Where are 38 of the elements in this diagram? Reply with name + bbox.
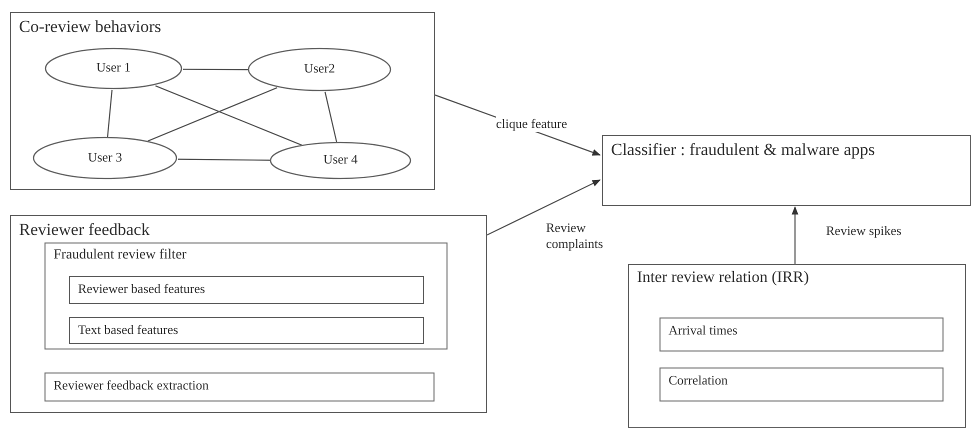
box-title: Co-review behaviors [19,17,162,37]
group-box [44,242,448,350]
connector-line [182,68,248,70]
box-title: Reviewer feedback [19,220,150,240]
arrow [486,179,601,236]
user-ellipse [32,136,178,180]
edge-label: Review spikes [826,223,902,239]
arrow [792,206,798,264]
connector-line [148,87,278,142]
group-box [10,215,487,413]
box-title: Reviewer based features [78,281,206,297]
group-box [10,12,435,190]
edge-label: clique feature [496,116,568,132]
user-label: User 1 [95,60,132,76]
box-title: Classifier : fraudulent & malware apps [611,140,876,160]
process-box [660,318,944,352]
user-ellipse [270,142,412,180]
user-label: User 3 [86,149,124,166]
connector-line [155,85,302,146]
process-box [69,317,424,344]
box-title: Fraudulent review filter [54,248,186,264]
process-box [602,135,971,206]
box-title: Text based features [78,322,178,338]
user-ellipse [248,48,392,92]
box-title: Arrival times [668,322,738,338]
process-box [44,372,434,402]
connector-line [178,158,270,161]
user-label: User2 [302,60,336,77]
user-ellipse [44,48,182,90]
process-box [69,276,424,304]
user-label: User 4 [322,152,359,168]
box-title: Inter review relation (IRR) [637,269,809,287]
connector-line [106,90,113,138]
box-title: Correlation [668,372,728,388]
group-box [628,264,966,428]
connector-line [324,92,338,142]
box-title: Reviewer feedback extraction [54,378,209,394]
process-box [660,368,944,402]
